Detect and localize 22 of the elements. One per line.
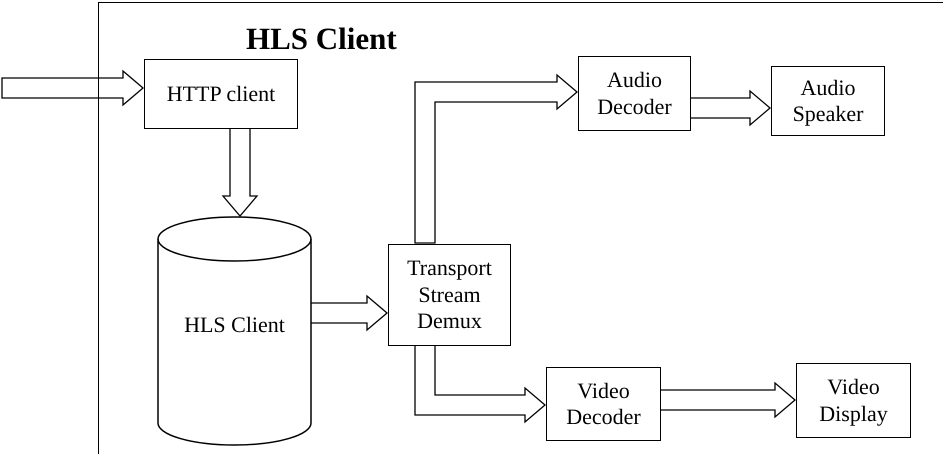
node-label: HLS Client <box>246 21 397 57</box>
block-arrow <box>1 70 144 106</box>
process-box <box>771 66 885 136</box>
node-label: HTTP client <box>166 80 276 108</box>
node-label: HLS Client <box>183 312 286 338</box>
block-arrow <box>309 294 388 332</box>
process-box <box>144 59 298 129</box>
node-label: Video Decoder <box>565 378 642 430</box>
block-arrow <box>689 90 771 126</box>
node-label: Audio Speaker <box>792 74 864 128</box>
node-label: Audio Decoder <box>596 67 673 120</box>
process-box <box>546 367 661 441</box>
block-arrow <box>659 382 796 418</box>
block-arrow <box>222 127 258 217</box>
process-box <box>796 363 911 438</box>
block-arrow <box>414 344 546 424</box>
node-label: Transport Stream Demux <box>406 255 493 335</box>
node-label: Video Display <box>818 374 889 427</box>
process-box <box>388 244 511 346</box>
system-boundary <box>98 2 943 454</box>
block-arrow <box>414 74 578 244</box>
process-box <box>578 56 691 131</box>
